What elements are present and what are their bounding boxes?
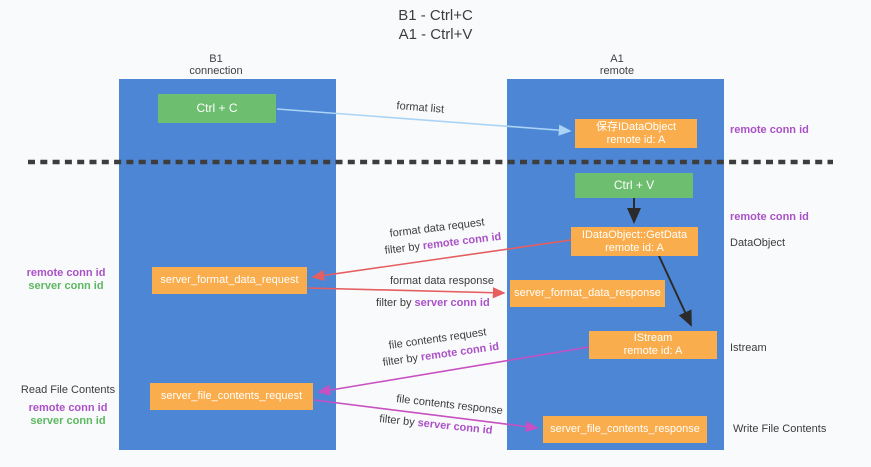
server-conn-id-text: server conn id: [28, 280, 104, 292]
label-format-list-text: format list: [396, 100, 445, 116]
node-save-idataobject-line2: remote id: A: [606, 133, 666, 146]
node-file-response-label: server_file_contents_response: [550, 423, 700, 435]
node-getdata-line1: IDataObject::GetData: [581, 228, 688, 241]
label-group-read-file: Read File Contents remote conn id server…: [16, 384, 120, 428]
left-column-name: B1: [209, 53, 223, 65]
istream-text: Istream: [730, 342, 767, 354]
node-istream-line2: remote id: A: [623, 345, 683, 357]
node-format-response-label: server_format_data_response: [514, 287, 661, 299]
right-column-header: A1 remote: [567, 53, 667, 77]
remote-conn-id-text: remote conn id: [730, 211, 809, 223]
filter-prefix: filter by: [378, 413, 416, 429]
diagram-title: B1 - Ctrl+C A1 - Ctrl+V: [0, 6, 871, 44]
label-write-file-contents: Write File Contents: [733, 423, 826, 435]
label-format-data-response: format data response: [390, 275, 494, 287]
read-file-contents-text: Read File Contents: [20, 384, 116, 396]
arrow-format-data-response: [307, 287, 506, 299]
label-group-left-conn-ids: remote conn id server conn id: [16, 267, 116, 293]
node-ctrl-v: Ctrl + V: [575, 173, 693, 198]
node-server-format-data-response: server_format_data_response: [510, 280, 665, 307]
right-column-name: A1: [610, 53, 624, 65]
left-column-header: B1 connection: [166, 53, 266, 77]
remote-conn-id-text: remote conn id: [730, 124, 809, 136]
node-ctrl-c-label: Ctrl + C: [196, 101, 238, 115]
filter-prefix: filter by: [384, 240, 421, 257]
filter-prefix: filter by: [376, 297, 412, 309]
node-file-request-label: server_file_contents_request: [160, 390, 303, 402]
node-ctrl-c: Ctrl + C: [158, 94, 276, 123]
node-server-file-contents-request: server_file_contents_request: [150, 383, 313, 410]
server-conn-id-highlight: server conn id: [417, 417, 494, 437]
remote-conn-id-text: remote conn id: [26, 267, 106, 279]
server-conn-id-highlight: server conn id: [414, 297, 490, 309]
write-file-contents-text: Write File Contents: [733, 423, 827, 435]
node-save-idataobject: 保存IDataObject remote id: A: [575, 119, 697, 148]
label-remote-conn-id-right-top: remote conn id: [730, 124, 809, 136]
title-line-2: A1 - Ctrl+V: [398, 26, 473, 43]
dataobject-text: DataObject: [730, 237, 786, 249]
label-format-data-response-text: format data response: [390, 275, 494, 287]
remote-conn-id-text: remote conn id: [28, 402, 108, 414]
node-ctrl-v-label: Ctrl + V: [613, 178, 655, 192]
label-file-contents-response: file contents response: [396, 393, 504, 417]
right-column-role: remote: [599, 65, 635, 77]
node-getdata-line2: remote id: A: [605, 241, 664, 254]
node-idataobject-getdata: IDataObject::GetData remote id: A: [571, 227, 698, 256]
label-dataobject: DataObject: [730, 237, 785, 249]
node-save-idataobject-line1: 保存IDataObject: [595, 120, 677, 133]
left-column-role: connection: [189, 65, 243, 77]
label-file-contents-response-text: file contents response: [395, 393, 504, 418]
node-istream-line1: IStream: [633, 332, 673, 344]
title-line-1: B1 - Ctrl+C: [398, 7, 473, 24]
node-server-format-data-request: server_format_data_request: [152, 267, 307, 294]
label-remote-conn-id-right-mid: remote conn id: [730, 211, 809, 223]
server-conn-id-text: server conn id: [30, 415, 106, 427]
node-server-file-contents-response: server_file_contents_response: [543, 416, 707, 443]
label-istream-side: Istream: [730, 342, 767, 354]
label-format-list: format list: [396, 100, 444, 116]
filter-prefix: filter by: [382, 352, 419, 369]
node-format-request-label: server_format_data_request: [160, 274, 299, 286]
node-istream: IStream remote id: A: [589, 331, 717, 359]
